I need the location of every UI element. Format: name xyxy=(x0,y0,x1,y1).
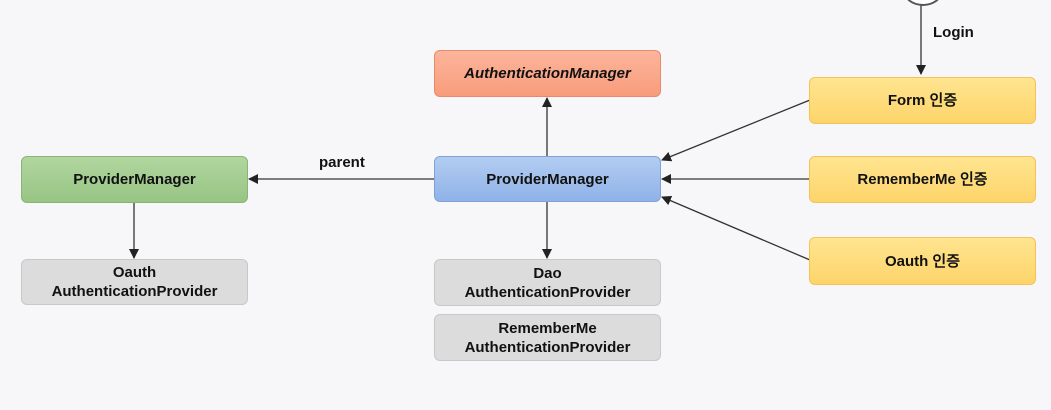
oauth-provider-line1: Oauth xyxy=(112,264,157,281)
authentication-manager-label: AuthenticationManager xyxy=(464,65,631,82)
rememberme-provider-line1: RememberMe xyxy=(498,319,597,337)
oauth-provider-line2: AuthenticationProvider xyxy=(51,283,218,300)
provider-manager-node: ProviderManager xyxy=(434,156,661,202)
rememberme-authentication-provider-node: RememberMe AuthenticationProvider xyxy=(434,314,661,361)
form-auth-label: Form 인증 xyxy=(887,92,958,109)
authentication-manager-node: AuthenticationManager xyxy=(434,50,661,97)
oauth-auth-node: Oauth 인증 xyxy=(809,237,1036,285)
oauth-authentication-provider-node: Oauth AuthenticationProvider xyxy=(21,259,248,305)
rememberme-auth-node: RememberMe 인증 xyxy=(809,156,1036,203)
arrow-form-to-provider xyxy=(661,99,811,162)
arrow-oauth-to-provider xyxy=(661,195,811,261)
dao-provider-line1: Dao xyxy=(533,264,562,282)
provider-manager-label: ProviderManager xyxy=(486,170,609,188)
login-edge-label: Login xyxy=(933,24,974,41)
rememberme-provider-line2: AuthenticationProvider xyxy=(464,338,631,356)
dao-provider-line2: AuthenticationProvider xyxy=(464,283,631,301)
oauth-auth-label: Oauth 인증 xyxy=(884,252,961,270)
parent-edge-label: parent xyxy=(319,154,365,171)
parent-provider-manager-label: ProviderManager xyxy=(73,171,196,188)
rememberme-auth-label: RememberMe 인증 xyxy=(857,171,988,188)
form-auth-node: Form 인증 xyxy=(809,77,1036,124)
parent-provider-manager-node: ProviderManager xyxy=(21,156,248,203)
dao-authentication-provider-node: Dao AuthenticationProvider xyxy=(434,259,661,306)
